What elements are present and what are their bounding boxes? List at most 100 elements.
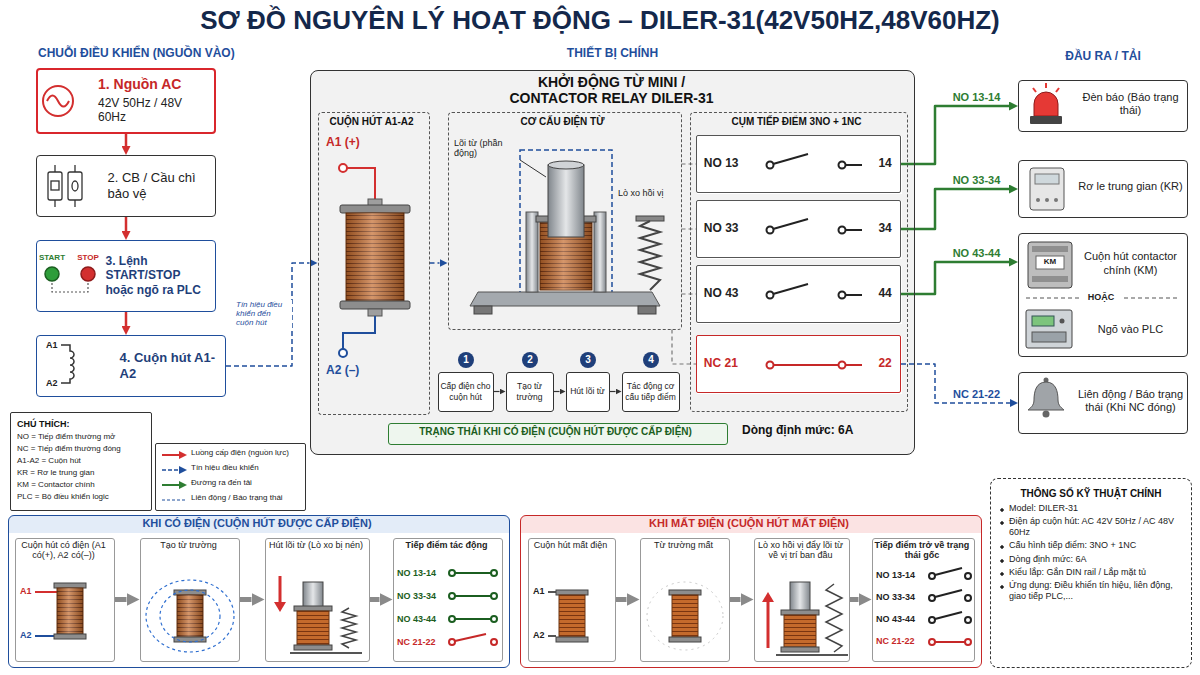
electromagnet-mechanism [526,212,538,292]
contact-label: NC 21-22 [397,637,436,647]
header-band [8,515,510,533]
magnetic-field [177,595,203,637]
node-text: Cuộn hút mất điện [530,540,612,551]
node-text: NC 21 [704,336,764,391]
connector [494,391,500,392]
connector [901,189,1009,229]
row-fill [697,336,902,394]
breaker-icon [54,200,55,207]
device-tag: KM [1036,257,1064,266]
node-text: 44 [862,266,892,321]
node-text: KHI CÓ ĐIỆN (CUỘN HÚT ĐƯỢC CẤP ĐIỆN) [8,517,507,530]
pulled-core [274,576,362,653]
contact-symbols [839,362,846,369]
output-box: Đèn báo (Báo trạng thái) [1018,80,1188,132]
contact-symbols [773,284,808,294]
step-box: Tác động cơ cấu tiếp điểm [622,372,680,412]
coil-illustration [340,205,410,213]
pulled-core [274,602,286,612]
rating-note: Dòng định mức: 6A [742,424,853,438]
node-text: Cuộn hút contactor chính (KM) [1078,239,1184,289]
spring-return [781,647,819,652]
electromagnet-mechanism [636,216,664,221]
node-text: 14 [862,136,892,191]
breaker-icon [74,165,75,172]
legend-line: A1-A2 = Cuộn hút [17,456,145,466]
section-heading: THIẾT BỊ CHÍNH [310,47,915,61]
acting-contacts [491,639,497,645]
plc-icon [1032,332,1066,342]
restored-contacts [965,573,971,579]
pulled-core [290,652,362,654]
deenergized-coil [556,590,588,595]
electromagnet-mechanism [594,212,606,292]
node-text: Hút lõi từ [567,373,609,411]
pulled-core [294,645,332,650]
pulled-core [297,611,329,645]
restored-contacts [929,639,935,645]
connector [901,106,1009,164]
contact-label: NO 43-44 [397,614,436,624]
node-text: Ngõ vào PLC [1078,309,1184,351]
connector [610,391,616,392]
step-box: Cấp điện cho cuộn hút [438,372,494,412]
restored-contacts [965,595,971,601]
row-fill [438,136,902,412]
spring-return [826,584,842,652]
contactor-icon [1036,256,1064,269]
pin-label: A2 [20,630,32,640]
legend-line-sample [162,484,180,486]
restored-contacts [929,573,935,579]
legend-line: KM = Contactor chính [17,480,145,490]
legend-text: Liên động / Báo trạng thái [191,493,283,502]
deenergized-coil [556,637,588,642]
contact-block-panel: CỤM TIẾP ĐIỂM 3NO + 1NCNO 1314NO 3334NO … [690,112,908,412]
connector [682,293,697,294]
breaker-icon [48,172,62,200]
electromagnet-mechanism [640,221,660,290]
connector-label: NO 43-44 [951,247,1003,260]
restored-contacts [929,617,935,623]
button-label: STOP [74,253,102,262]
relay-icon [1030,168,1064,210]
legend-line-sample [161,465,187,475]
plc-icon [1060,319,1065,324]
callout-number: 2 [522,352,538,368]
node-text: Cấp điện cho cuộn hút [439,373,493,411]
section-heading: ĐẦU RA / TẢI [1018,50,1188,64]
restored-contacts [935,590,962,597]
contact-row: NO 3334 [696,200,901,258]
acting-contacts [455,572,491,574]
contact-row: NC 2122 [696,335,901,393]
restored-contacts [929,595,935,601]
node-text: 2. CB / Cầu chì bảo vệ [108,159,210,213]
spec-line: Cấu hình tiếp điểm: 3NO + 1NC [999,540,1183,551]
output-box: Liên động / Báo trạng thái (Khi NC đóng) [1018,372,1188,434]
contact-symbols [839,162,846,169]
abbreviation-box: CHÚ THÍCH:NO = Tiếp điểm thường mởNC = T… [10,412,152,511]
electromagnet-mechanism [520,160,546,177]
pulled-core [342,608,356,648]
contact-symbols [846,364,862,366]
relay-icon [1030,168,1064,210]
field-lost [669,590,701,595]
contact-label: NO 33-34 [876,592,915,602]
bell-icon [1043,411,1050,418]
ac-source-icon [43,86,73,116]
contact-symbols [767,292,774,299]
node-text: 3. Lệnh START/STOP hoặc ngõ ra PLC [106,244,212,308]
legend-line: NO = Tiếp điểm thường mở [17,432,145,442]
start-stop-buttons [45,267,59,281]
output-box: Cuộn hút contactor chính (KM)HOẶCNgõ vào… [1018,233,1188,357]
connector-label: NO 13-14 [951,91,1003,104]
callout-number: 4 [643,352,659,368]
legend-line-sample [179,451,187,459]
relay-icon [1035,174,1059,184]
node-text: KHI MẤT ĐIỆN (CUỘN HÚT MẤT ĐIỆN) [520,517,979,530]
box-heading: THÔNG SỐ KỸ THUẬT CHÍNH [999,488,1183,501]
row-fill [438,372,494,412]
coil-illustration [343,316,375,349]
node-text: CƠ CẤU ĐIỆN TỪ [447,116,678,128]
spring-return [767,600,770,648]
deenergized-coil [548,590,588,642]
